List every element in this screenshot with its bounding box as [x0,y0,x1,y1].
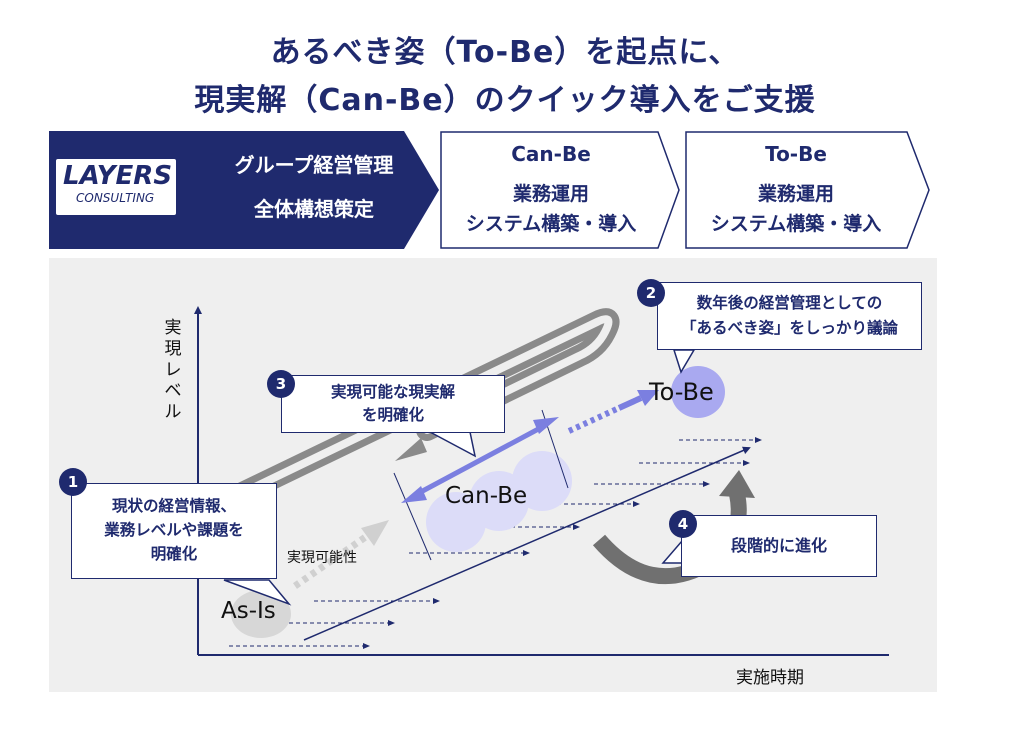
phase1-label: グループ経営管理 全体構想策定 [204,143,424,231]
callout-evolution: 段階的に進化 [681,515,877,577]
callout1-line1: 現状の経営情報、 [111,497,236,515]
callout1-tail [223,579,292,606]
callout-to-be: 数年後の経営管理としての 「あるべき姿」をしっかり議論 [657,282,922,350]
callout4-line1: 段階的に進化 [730,536,827,555]
phase3-label: To-Be 業務運用 システム構築・導入 [685,137,907,237]
phase2-name: Can-Be [511,142,591,166]
phase2-line1: 業務運用 [512,183,589,205]
phase3-line2: システム構築・導入 [710,213,882,235]
as-is-label: As-Is [221,598,276,624]
phase2-label: Can-Be 業務運用 システム構築・導入 [440,137,662,237]
callout2-number: 2 [637,279,665,307]
callout2-line2: 「あるべき姿」をしっかり議論 [680,319,898,337]
callout3-line1: 実現可能な現実解 [330,383,455,401]
feasibility-arrow [293,520,389,589]
phase1-line2: 全体構想策定 [254,197,374,221]
phase3-line1: 業務運用 [757,183,834,205]
callout1-number: 1 [59,468,87,496]
roadmap-panel: 実現レベル 実施時期 As-Is Can-Be To-Be 実現可能性 現状の経… [49,258,937,692]
feasibility-label: 実現可能性 [287,550,357,566]
y-axis-label: 実現レベル [161,318,185,423]
callout3-tail [429,431,477,458]
to-be-bubble [671,366,725,418]
callout-can-be: 実現可能な現実解 を明確化 [281,375,505,433]
page-title-line1: あるべき姿（To-Be）を起点に、 [270,35,740,70]
callout-as-is: 現状の経営情報、 業務レベルや課題を 明確化 [71,483,277,579]
logo-sub-text: CONSULTING [76,191,155,205]
callout1-line2: 業務レベルや課題を [104,521,244,539]
gray-return-band [163,308,620,537]
callout3-line2: を明確化 [361,406,424,424]
phase-grand-design: LAYERS CONSULTING グループ経営管理 全体構想策定 [49,131,439,249]
callout4-number: 4 [669,510,697,538]
can-be-range [393,409,569,561]
can-be-bubble-3 [512,451,572,511]
step-dashes [229,437,762,649]
progression-diagonal [303,446,751,641]
phase1-line1: グループ経営管理 [234,153,394,177]
callout3-number: 3 [267,370,295,398]
callout2-tail [672,349,696,374]
roadmap-diagram [163,306,889,656]
to-be-label: To-Be [649,378,714,406]
to-be-arrow [567,390,659,434]
as-is-bubble [231,590,291,638]
phase-to-be: To-Be 業務運用 システム構築・導入 [685,131,930,249]
callout4-tail [661,538,683,564]
company-logo: LAYERS CONSULTING [56,159,176,215]
page-title-line2: 現実解（Can-Be）のクイック導入をご支援 [194,83,816,118]
logo-main-text: LAYERS [63,161,173,191]
phase-can-be: Can-Be 業務運用 システム構築・導入 [440,131,680,249]
callout2-line1: 数年後の経営管理としての [696,294,883,312]
phase3-chevron-shape [685,131,930,249]
phase2-line2: システム構築・導入 [465,213,637,235]
phase2-chevron-shape [440,131,680,249]
x-axis-label: 実施時期 [736,668,804,688]
can-be-label: Can-Be [445,483,528,509]
y-axis-label-text: 実現レベル [164,318,182,422]
phase3-name: To-Be [765,142,827,166]
callout1-line3: 明確化 [150,545,198,563]
